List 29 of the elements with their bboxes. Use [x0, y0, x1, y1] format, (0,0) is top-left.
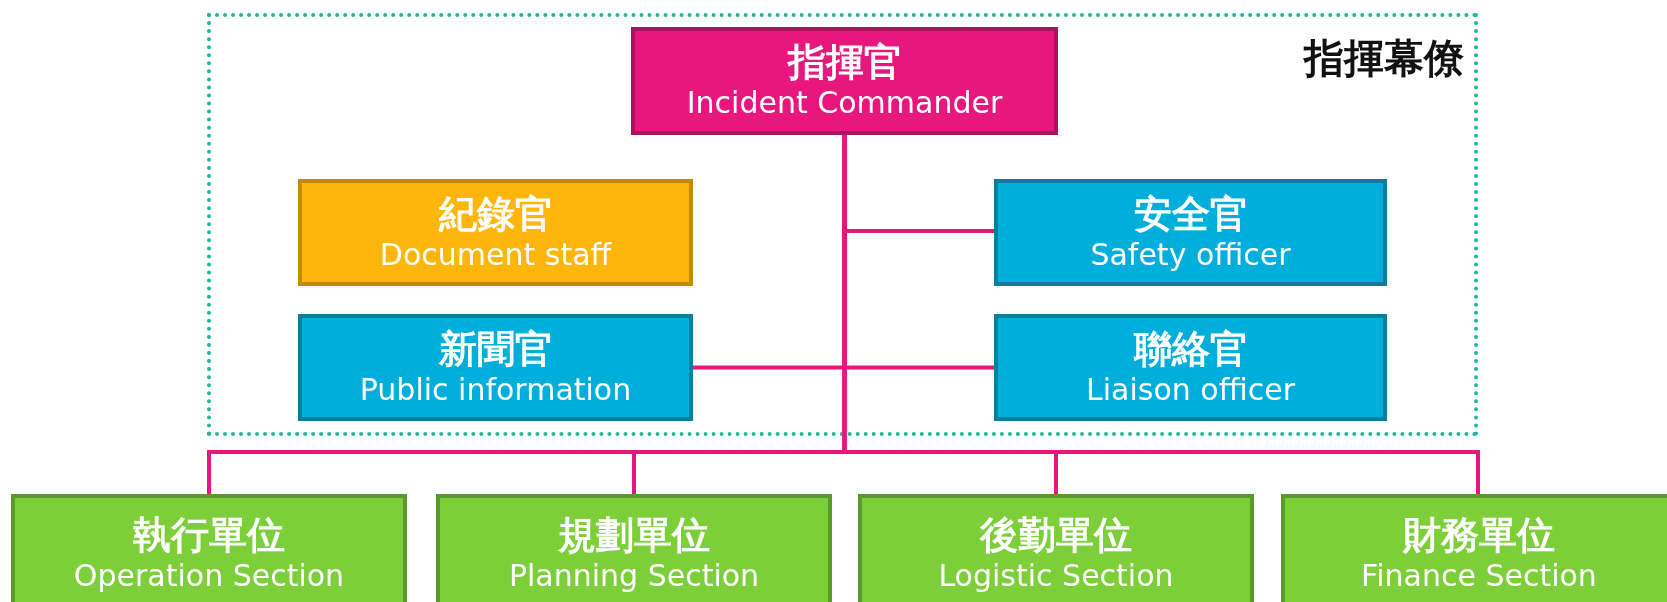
role-box	[436, 494, 832, 602]
role-subtitle: Operation Section	[73, 557, 345, 595]
role-subtitle: Logistic Section	[938, 557, 1174, 595]
role-title: 指揮官	[787, 40, 902, 84]
role-subtitle: Incident Commander	[686, 84, 1003, 122]
role-subtitle: Liaison officer	[1086, 370, 1295, 409]
role-box	[298, 179, 693, 286]
role-title: 新聞官	[438, 326, 553, 371]
role-title: 規劃單位	[558, 513, 710, 557]
group-title: 指揮幕僚	[1304, 34, 1464, 83]
role-box	[994, 179, 1387, 286]
role-box	[858, 494, 1254, 602]
role-title: 執行單位	[133, 513, 285, 557]
role-box	[994, 314, 1387, 421]
role-subtitle: Safety officer	[1090, 235, 1291, 274]
role-box	[11, 494, 407, 602]
role-subtitle: Public information	[359, 370, 632, 409]
staff-group-frame	[207, 13, 1478, 436]
role-subtitle: Document staff	[379, 235, 612, 274]
role-subtitle: Planning Section	[508, 557, 760, 595]
role-title: 財務單位	[1403, 513, 1555, 557]
role-title: 聯絡官	[1133, 326, 1248, 371]
role-title: 紀錄官	[438, 191, 553, 236]
role-title: 安全官	[1133, 191, 1248, 236]
role-title: 後勤單位	[980, 513, 1132, 557]
role-box	[631, 27, 1058, 135]
role-box	[298, 314, 693, 421]
role-subtitle: Finance Section	[1361, 557, 1597, 595]
role-box	[1281, 494, 1667, 602]
